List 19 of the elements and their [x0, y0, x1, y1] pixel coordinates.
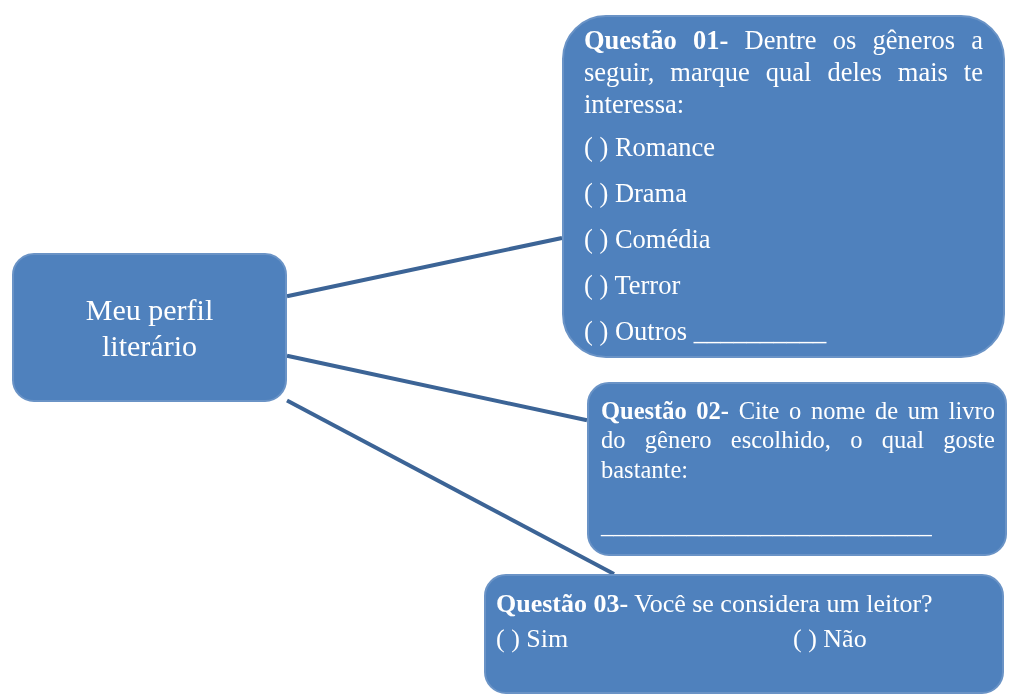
answer-option: ( ) Sim — [496, 623, 793, 655]
question-text: Questão 02- Cite o nome de um livro do gênero escolhido, o qual goste bastante: — [601, 396, 995, 485]
answer-option: ( ) Romance — [584, 132, 983, 165]
connector-line — [286, 236, 563, 299]
question-box — [587, 382, 1007, 556]
question-box — [562, 15, 1005, 358]
fill-in-line: ___________________________ — [601, 510, 933, 540]
question-text: Questão 03- Você se considera um leitor? — [496, 588, 934, 620]
answer-option: ( ) Terror — [584, 269, 983, 302]
topic-box — [12, 253, 287, 402]
question-box — [484, 574, 1004, 694]
topic-title: Meu perfil literário — [84, 291, 215, 364]
answer-option: ( ) Comédia — [584, 224, 983, 256]
question-text: Questão 01- Dentre os gêneros a seguir, marque qual deles mais te interessa: — [584, 25, 983, 121]
answer-option: ( ) Outros __________ — [584, 315, 983, 348]
answer-option: ( ) Drama — [584, 178, 983, 210]
connector-line — [286, 398, 615, 576]
answer-option: ( ) Não — [793, 623, 943, 655]
connector-line — [286, 353, 588, 423]
